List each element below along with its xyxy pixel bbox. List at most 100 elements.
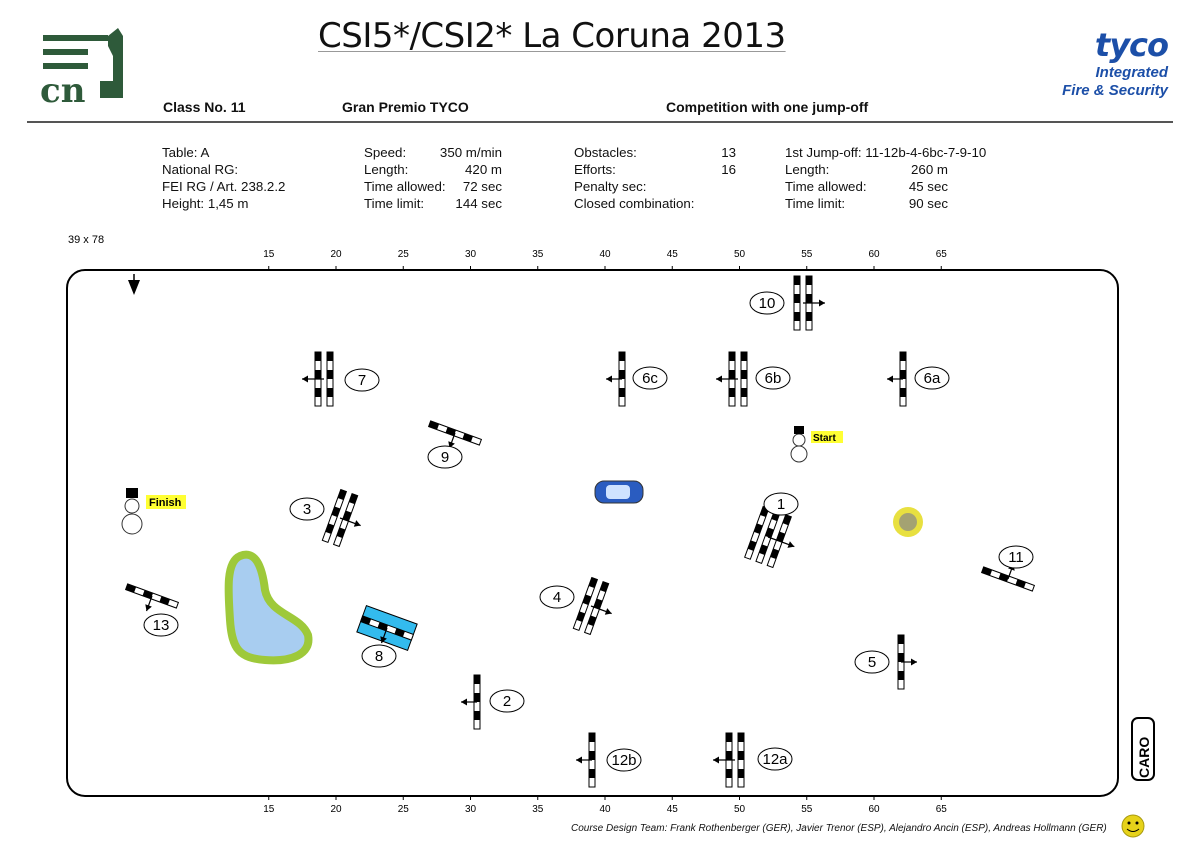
info-value: 13 <box>721 145 736 160</box>
obstacle-number-badge <box>854 650 890 674</box>
start-snowman-icon <box>790 426 808 463</box>
obstacle-13 <box>124 583 180 612</box>
bush-icon <box>893 507 923 537</box>
arena-border <box>66 269 1119 797</box>
obstacle-number-badge <box>361 644 397 668</box>
obstacle-number-badge <box>289 497 325 521</box>
smiley-icon <box>1121 814 1145 838</box>
obstacle-number: 4 <box>553 589 561 606</box>
info-row: Time allowed:72 sec <box>364 178 502 195</box>
info-national-rg: National RG: <box>162 162 239 177</box>
obstacle-number-badge <box>755 366 791 390</box>
scale-tick-label: 40 <box>599 249 611 260</box>
obstacle-9 <box>427 420 483 449</box>
logo-text: cn <box>40 71 85 106</box>
info-value: 260 m <box>911 162 948 177</box>
obstacle-number-badge <box>632 366 668 390</box>
arena-size: 39 x 78 <box>68 234 105 246</box>
obstacle-number-badge <box>763 492 799 516</box>
pond <box>224 550 313 665</box>
scale-tick-label: 65 <box>936 804 948 815</box>
obstacle-6b <box>716 351 748 407</box>
obstacle-number: 7 <box>358 372 366 389</box>
direction-arrow-head-icon <box>819 299 825 307</box>
cn-logo: cn <box>40 28 123 106</box>
obstacle-number: 6a <box>924 370 941 387</box>
info-value: 90 sec <box>908 196 948 211</box>
info-label: Time allowed: <box>364 179 446 194</box>
scale-tick-label: 50 <box>734 249 746 260</box>
obstacle-number-badge <box>998 545 1034 569</box>
info-label: Time limit: <box>364 196 425 211</box>
info-label: Time limit: <box>785 196 846 211</box>
obstacle-8 <box>356 604 418 652</box>
sponsor-brand: tyco <box>1094 26 1169 64</box>
info-label: Time allowed: <box>785 179 867 194</box>
start-label: Start <box>813 433 836 444</box>
direction-arrow-head-icon <box>145 604 152 612</box>
obstacle-number-badge <box>489 689 525 713</box>
info-value: 45 sec <box>908 179 948 194</box>
scale-tick-label: 15 <box>263 249 275 260</box>
obstacle-number: 2 <box>503 693 511 710</box>
info-row: Efforts: 16 <box>574 161 736 178</box>
scale-tick-label: 30 <box>465 249 477 260</box>
obstacle-number-badge <box>757 747 793 771</box>
direction-arrow-head-icon <box>713 756 719 764</box>
scale-tick-label: 20 <box>330 249 342 260</box>
obstacle-number-badge <box>344 368 380 392</box>
caro-logo <box>1131 717 1155 781</box>
info-label: Efforts: <box>574 162 616 177</box>
obstacle-4 <box>572 576 612 636</box>
info-row: Time limit: 90 sec <box>785 195 948 212</box>
obstacle-number: 12a <box>762 751 788 768</box>
obstacle-number: 1 <box>777 496 785 513</box>
direction-arrow-head-icon <box>302 375 308 383</box>
direction-arrow-head-icon <box>911 658 917 666</box>
info-value: 16 <box>721 162 736 177</box>
info-value: 144 sec <box>455 196 502 211</box>
scale-tick-label: 25 <box>398 249 410 260</box>
direction-arrow-head-icon <box>604 608 612 615</box>
obstacle-number: 13 <box>153 617 170 634</box>
finish-snowman-icon <box>121 488 143 535</box>
car-icon <box>594 480 644 504</box>
obstacle-number-badge <box>749 291 785 315</box>
sponsor-logo: tyco Integrated Fire & Security <box>1062 26 1169 100</box>
info-label: Speed: <box>364 145 407 160</box>
scale-tick-label: 20 <box>330 804 342 815</box>
entry-arrow-head-icon <box>128 280 140 295</box>
obstacle-number: 5 <box>868 654 876 671</box>
scale-tick-label: 30 <box>465 804 477 815</box>
obstacle-12b <box>576 732 596 788</box>
start-label-bg <box>811 431 843 443</box>
obstacle-1 <box>744 505 795 569</box>
scale-tick-label: 35 <box>532 804 544 815</box>
scale-tick-label: 60 <box>868 249 880 260</box>
scale-tick-label: 65 <box>936 249 948 260</box>
scale-tick-label: 15 <box>263 804 275 815</box>
info-value: 350 m/min <box>439 145 502 160</box>
direction-arrow-head-icon <box>787 541 795 548</box>
header-divider <box>27 121 1173 123</box>
caro-logo-text: CARO <box>1136 737 1152 778</box>
obstacle-number-badge <box>427 445 463 469</box>
scale-tick-label: 55 <box>801 804 813 815</box>
obstacle-number: 11 <box>1008 549 1024 566</box>
scale-tick-label: 45 <box>667 804 679 815</box>
info-label: Length: <box>364 162 409 177</box>
obstacle-3 <box>321 488 361 548</box>
obstacle-number: 8 <box>375 648 383 665</box>
competition-type: Competition with one jump-off <box>666 99 869 115</box>
class-name: Gran Premio TYCO <box>342 99 469 115</box>
info-value: 420 m <box>465 162 502 177</box>
scale-tick-label: 40 <box>599 804 611 815</box>
direction-arrow-head-icon <box>716 375 722 383</box>
sponsor-line2: Fire & Security <box>1062 82 1168 99</box>
obstacle-5 <box>897 634 917 690</box>
scale-tick-label: 25 <box>398 804 410 815</box>
